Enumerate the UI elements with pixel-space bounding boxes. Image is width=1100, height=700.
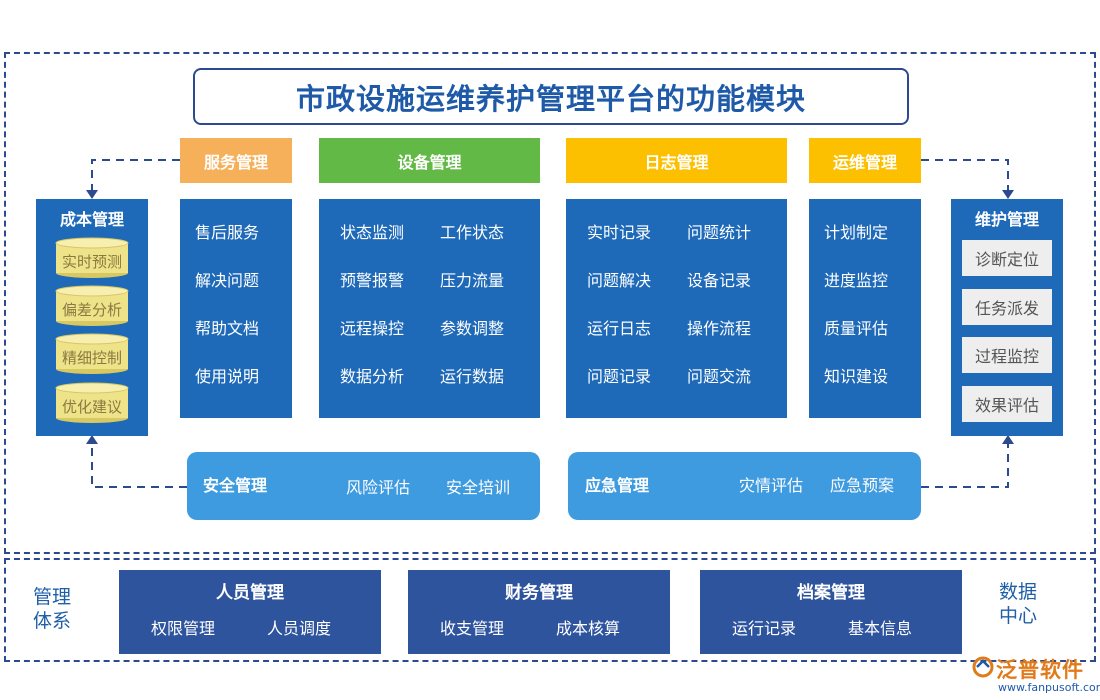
device-item: 预警报警 [340, 271, 405, 290]
device-item: 工作状态 [440, 223, 505, 242]
safety-management-bar: 安全管理 风险评估 安全培训 [187, 452, 540, 520]
log-header: 日志管理 [566, 138, 787, 183]
cost-cylinder: 精细控制 [55, 333, 129, 375]
log-item: 问题交流 [687, 367, 752, 386]
log-item: 问题记录 [587, 367, 652, 386]
ops-item: 质量评估 [824, 319, 889, 338]
arrow-down-maintenance [1002, 190, 1014, 199]
cost-cylinder: 偏差分析 [55, 285, 129, 327]
fanpu-logo-text: 泛普软件 [996, 658, 1084, 682]
maintenance-item-label: 效果评估 [974, 396, 1039, 415]
device-item: 运行数据 [440, 367, 505, 386]
device-item: 数据分析 [340, 367, 405, 386]
cost-management-panel: 成本管理 实时预测 偏差分析 精细控制 优化建议 [36, 199, 148, 436]
cost-item: 优化建议 [61, 398, 122, 416]
fanpu-logo: 泛普软件 www.fanpusoft.com [972, 654, 1100, 696]
device-item: 远程操控 [340, 319, 405, 338]
service-item: 帮助文档 [195, 319, 260, 338]
finance-item: 成本核算 [556, 619, 621, 638]
service-header-label: 服务管理 [203, 152, 268, 172]
service-header: 服务管理 [180, 138, 292, 183]
service-item: 解决问题 [195, 271, 260, 290]
service-panel: 售后服务 解决问题 帮助文档 使用说明 [180, 199, 292, 418]
data-center-label: 数据 中心 [988, 580, 1048, 628]
personnel-management-block: 人员管理 权限管理 人员调度 [119, 570, 381, 654]
device-item: 压力流量 [440, 271, 505, 290]
log-header-label: 日志管理 [644, 152, 709, 172]
maintenance-management-panel: 维护管理 诊断定位 任务派发 过程监控 效果评估 [951, 199, 1063, 436]
maintenance-item: 诊断定位 [962, 240, 1052, 276]
archive-item: 运行记录 [732, 619, 797, 638]
emergency-title: 应急管理 [585, 476, 650, 495]
cost-item: 精细控制 [61, 349, 122, 367]
finance-management-block: 财务管理 收支管理 成本核算 [408, 570, 670, 654]
page-title: 市政设施运维养护管理平台的功能模块 [295, 81, 806, 116]
ops-panel: 计划制定 进度监控 质量评估 知识建设 [809, 199, 921, 418]
maintenance-item: 效果评估 [962, 386, 1052, 422]
fanpu-logo-url: www.fanpusoft.com [998, 681, 1100, 694]
log-item: 操作流程 [687, 319, 752, 338]
data-center-label-line: 数据 [998, 581, 1037, 603]
maintenance-item: 任务派发 [962, 289, 1052, 325]
upper-dashed-frame [4, 52, 1096, 554]
cost-management-title: 成本管理 [59, 210, 124, 229]
device-panel: 状态监测 工作状态 预警报警 压力流量 远程操控 参数调整 数据分析 运行数据 [319, 199, 540, 418]
service-item: 使用说明 [195, 367, 260, 386]
arrow-up-maintenance [1002, 435, 1014, 444]
personnel-item: 人员调度 [267, 619, 332, 638]
emergency-item: 灾情评估 [739, 476, 804, 495]
maintenance-item-label: 过程监控 [974, 347, 1039, 366]
maintenance-item-label: 任务派发 [974, 299, 1039, 318]
maintenance-item: 过程监控 [962, 337, 1052, 373]
safety-item: 安全培训 [446, 478, 511, 497]
ops-item: 进度监控 [824, 271, 889, 290]
emergency-management-bar: 应急管理 灾情评估 应急预案 [568, 452, 921, 520]
ops-header-label: 运维管理 [832, 152, 897, 172]
device-item: 状态监测 [340, 223, 405, 242]
management-system-label-line: 体系 [32, 610, 71, 632]
title-box: 市政设施运维养护管理平台的功能模块 [193, 68, 909, 125]
emergency-to-maintenance-line [921, 442, 1009, 488]
safety-to-cost-line [91, 442, 187, 488]
finance-item: 收支管理 [440, 619, 505, 638]
device-header: 设备管理 [319, 138, 540, 183]
finance-title: 财务管理 [505, 583, 573, 603]
management-system-label-line: 管理 [32, 586, 71, 608]
emergency-item: 应急预案 [830, 476, 895, 495]
cost-item: 实时预测 [61, 253, 122, 271]
archive-management-block: 档案管理 运行记录 基本信息 [700, 570, 962, 654]
fanpu-logo-icon [972, 656, 994, 678]
personnel-title: 人员管理 [216, 583, 284, 603]
ops-header: 运维管理 [809, 138, 921, 183]
arrow-down-cost [86, 190, 98, 199]
device-item: 参数调整 [440, 319, 505, 338]
log-item: 设备记录 [687, 271, 752, 290]
log-item: 运行日志 [587, 319, 652, 338]
safety-title: 安全管理 [203, 476, 268, 495]
personnel-item: 权限管理 [151, 619, 216, 638]
archive-item: 基本信息 [848, 619, 913, 638]
data-center-label-line: 中心 [998, 605, 1037, 627]
arrow-up-cost [86, 435, 98, 444]
device-header-label: 设备管理 [397, 152, 462, 172]
service-item: 售后服务 [195, 223, 260, 242]
archive-title: 档案管理 [797, 583, 865, 603]
ops-item: 计划制定 [824, 223, 889, 242]
management-system-label: 管理 体系 [22, 585, 82, 633]
cost-cylinder: 实时预测 [55, 237, 129, 279]
safety-item: 风险评估 [346, 478, 411, 497]
ops-item: 知识建设 [824, 367, 889, 386]
lower-dashed-frame [4, 558, 1096, 662]
maintenance-management-title: 维护管理 [974, 210, 1039, 229]
log-item: 问题解决 [587, 271, 652, 290]
log-item: 实时记录 [587, 223, 652, 242]
cost-item: 偏差分析 [61, 301, 122, 319]
log-panel: 实时记录 问题统计 问题解决 设备记录 运行日志 操作流程 问题记录 问题交流 [566, 199, 787, 418]
cost-cylinder: 优化建议 [55, 382, 129, 424]
log-item: 问题统计 [687, 223, 752, 242]
maintenance-item-label: 诊断定位 [974, 250, 1039, 269]
ops-to-maintenance-line [921, 159, 1009, 192]
service-to-cost-line [91, 159, 180, 192]
